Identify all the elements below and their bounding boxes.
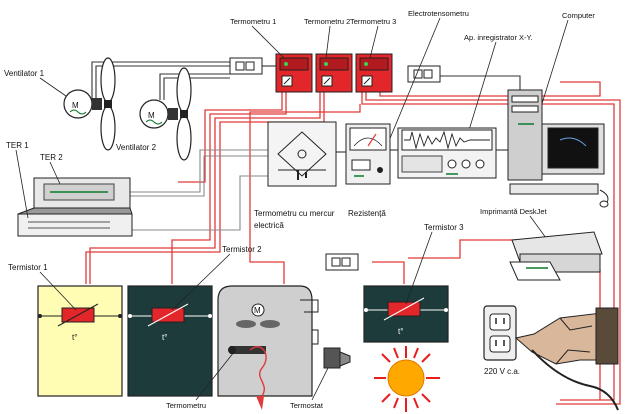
electrotensometru-label: Electrotensometru: [408, 9, 469, 18]
computer-tower: [508, 90, 542, 180]
fan-1-blade-top: [101, 58, 115, 102]
connector-bottom: [326, 254, 358, 270]
ter-1-base: [18, 214, 132, 236]
rezistenta-label: Rezistență: [348, 209, 386, 218]
ter-2-label: TER 2: [40, 153, 63, 162]
termometru-2: [316, 54, 352, 92]
wire-ts3: [372, 262, 404, 284]
termostat-label: Termostat: [290, 401, 324, 410]
ter-1-label: TER 1: [6, 141, 29, 150]
motor-2-symbol: M: [148, 111, 155, 120]
wall-socket: [484, 306, 516, 360]
wire-fan1-b: [96, 66, 230, 108]
termometru-1: [276, 54, 312, 92]
voltmeter: [346, 124, 390, 184]
inregistrator-label: Ap. inregistrator X-Y.: [464, 33, 533, 42]
ventilator-1: M: [64, 58, 115, 150]
termometru-mercur-label: Termometru cu mercur: [254, 209, 335, 218]
termometru-3: [356, 54, 392, 92]
fan-2-blade-bottom: [177, 116, 191, 160]
termometru-label: Termometru: [166, 401, 206, 410]
temp-symbol-2: t°: [162, 333, 167, 342]
computer-label: Computer: [562, 11, 595, 20]
termometru-1-label: Termometru 1: [230, 17, 276, 26]
computer: [508, 90, 608, 207]
wire-t3-c: [380, 82, 600, 96]
ventilator-1-label: Ventilator 1: [4, 69, 45, 78]
bridge-circuit: [268, 122, 336, 186]
wire-fan2-b: [164, 78, 230, 100]
imprimanta-label: Imprimantă DeskJet: [480, 207, 548, 216]
wire-t1: [178, 92, 282, 182]
sun-icon: [374, 346, 440, 412]
fan-2-blade-top: [177, 68, 191, 112]
ter-unit: [18, 178, 132, 236]
wire-ter-c: [118, 176, 268, 230]
termostat-device: [324, 348, 350, 368]
temp-symbol-3: t°: [398, 327, 403, 336]
termistor-2-label: Termistor 2: [222, 245, 262, 254]
termistor-3-panel: t°: [364, 286, 448, 342]
keyboard: [510, 184, 598, 194]
printer: [510, 232, 602, 280]
thermostat-cabinet: M: [218, 286, 318, 410]
cabinet-motor-symbol: M: [254, 306, 261, 315]
hand-with-plug: [516, 308, 618, 410]
motor-1-symbol: M: [72, 101, 79, 110]
termometru-2-label: Termometru 2: [304, 17, 350, 26]
temp-symbol-1: t°: [72, 333, 77, 342]
termistor-3-label: Termistor 3: [424, 223, 464, 232]
termometru-3-label: Termometru 3: [350, 17, 396, 26]
termistor-1-panel: t°: [38, 286, 122, 396]
termistor-1-label: Termistor 1: [8, 263, 48, 272]
electrica-label: electrică: [254, 221, 284, 230]
mouse-icon: [600, 201, 608, 207]
connector-top: [230, 58, 262, 74]
ventilator-2-label: Ventilator 2: [116, 143, 157, 152]
termistor-2-panel: t°: [128, 286, 212, 396]
xy-recorder: [398, 128, 496, 178]
voltage-label: 220 V c.a.: [484, 367, 520, 376]
connector-et: [408, 66, 440, 82]
fan-1-blade-bottom: [101, 106, 115, 150]
